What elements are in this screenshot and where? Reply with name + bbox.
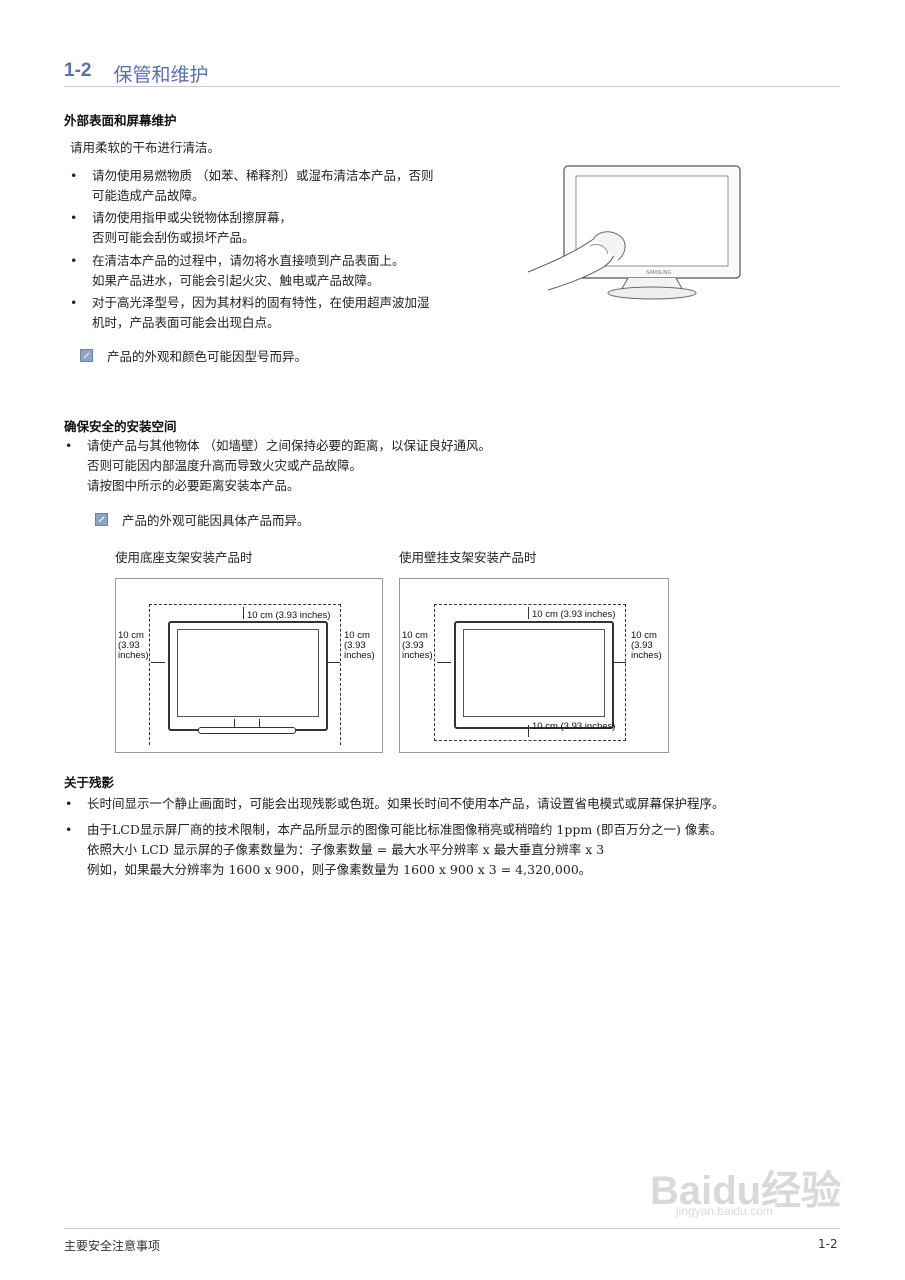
section-title: 保管和维护 — [113, 65, 209, 86]
clearance-boundary — [149, 604, 341, 745]
list-item: • 由于LCD显示屏厂商的技术限制，本产品所显示的图像可能比标准图像稍亮或稍暗约… — [65, 822, 723, 877]
monitor-outline — [454, 621, 614, 729]
diagram-wall-install: 10 cm (3.93 inches) 10 cm (3.93 inches) … — [399, 578, 669, 753]
dimension-arrow — [151, 662, 165, 663]
caption-wall-install: 使用壁挂支架安装产品时 — [399, 550, 537, 565]
note: 产品的外观可能因具体产品而异。 — [95, 510, 310, 529]
list-item: • 请使产品与其他物体 （如墙壁）之间保持必要的距离，以保证良好通风。 否则可能… — [65, 438, 491, 493]
intro-text: 请用柔软的干布进行清洁。 — [70, 140, 221, 155]
dimension-arrow — [326, 662, 340, 663]
dimension-arrow — [528, 725, 529, 737]
dimension-arrow — [612, 662, 626, 663]
list-item: • 请勿使用易燃物质 （如苯、稀释剂）或湿布清洁本产品，否则可能造成产品故障。 — [70, 168, 434, 203]
clearance-boundary — [434, 604, 626, 741]
list-item: • 对于高光泽型号，因为其材料的固有特性，在使用超声波加湿机时，产品表面可能会出… — [70, 295, 430, 330]
footer-section-label: 主要安全注意事项 — [64, 1239, 161, 1253]
note-icon — [80, 349, 93, 362]
dimension-arrow — [437, 662, 451, 663]
watermark-url: jingyan.baidu.com — [676, 1204, 773, 1218]
monitor-outline — [168, 621, 328, 731]
dimension-bottom-label: 10 cm (3.93 inches) — [532, 721, 616, 732]
subheading-installation-space: 确保安全的安装空间 — [64, 419, 177, 434]
section-number: 1-2 — [64, 60, 92, 81]
dimension-top-label: 10 cm (3.93 inches) — [247, 610, 331, 621]
list-item: • 在清洁本产品的过程中，请勿将水直接喷到产品表面上。如果产品进水，可能会引起火… — [70, 253, 405, 288]
brand-logo: SAMSUNG — [646, 270, 671, 276]
caption-stand-install: 使用底座支架安装产品时 — [115, 550, 253, 565]
note: 产品的外观和颜色可能因型号而异。 — [80, 346, 307, 365]
dimension-top-label: 10 cm (3.93 inches) — [532, 609, 616, 620]
dimension-arrow — [243, 607, 244, 619]
watermark-logo: Baidu经验 — [650, 1169, 842, 1213]
section-heading: 1-2 保管和维护 — [64, 60, 208, 87]
monitor-cleaning-illustration: SAMSUNG — [527, 150, 760, 312]
dimension-arrow — [528, 607, 529, 619]
list-item: • 请勿使用指甲或尖锐物体刮擦屏幕，否则可能会刮伤或损坏产品。 — [70, 210, 293, 245]
title-divider — [64, 86, 840, 87]
footer-divider — [64, 1228, 840, 1229]
subheading-afterimage: 关于残影 — [64, 775, 115, 790]
note-icon — [95, 513, 108, 526]
monitor-base — [198, 727, 296, 734]
page-number: 1-2 — [818, 1237, 838, 1251]
subheading-surface-care: 外部表面和屏幕维护 — [64, 113, 177, 128]
list-item: • 长时间显示一个静止画面时，可能会出现残影或色斑。如果长时间不使用本产品，请设… — [65, 796, 725, 811]
